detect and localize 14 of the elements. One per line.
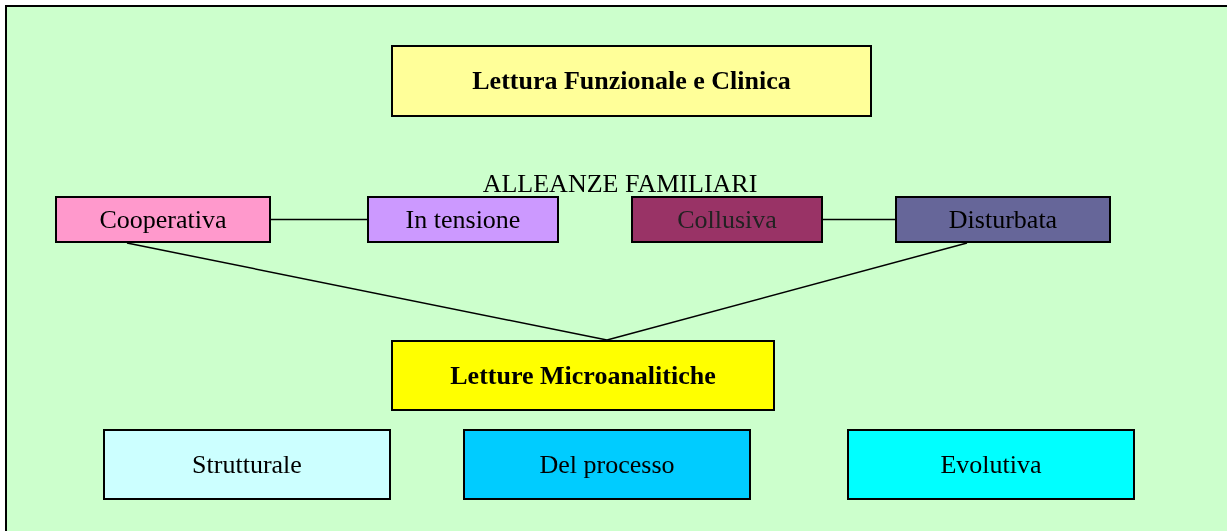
process-box: Disturbata xyxy=(895,196,1111,243)
connector-line xyxy=(606,242,968,341)
process-box: In tensione xyxy=(367,196,559,243)
process-box: Letture Microanalitiche xyxy=(391,340,775,411)
connector-line xyxy=(822,218,896,221)
process-box: Del processo xyxy=(463,429,751,500)
connector-line xyxy=(126,242,608,341)
process-box: Evolutiva xyxy=(847,429,1135,500)
process-box: Lettura Funzionale e Clinica xyxy=(391,45,872,117)
group-heading: ALLEANZE FAMILIARI xyxy=(482,169,758,199)
process-box: Strutturale xyxy=(103,429,391,500)
connector-line xyxy=(270,218,368,221)
process-box: Cooperativa xyxy=(55,196,271,243)
process-box: Collusiva xyxy=(631,196,823,243)
